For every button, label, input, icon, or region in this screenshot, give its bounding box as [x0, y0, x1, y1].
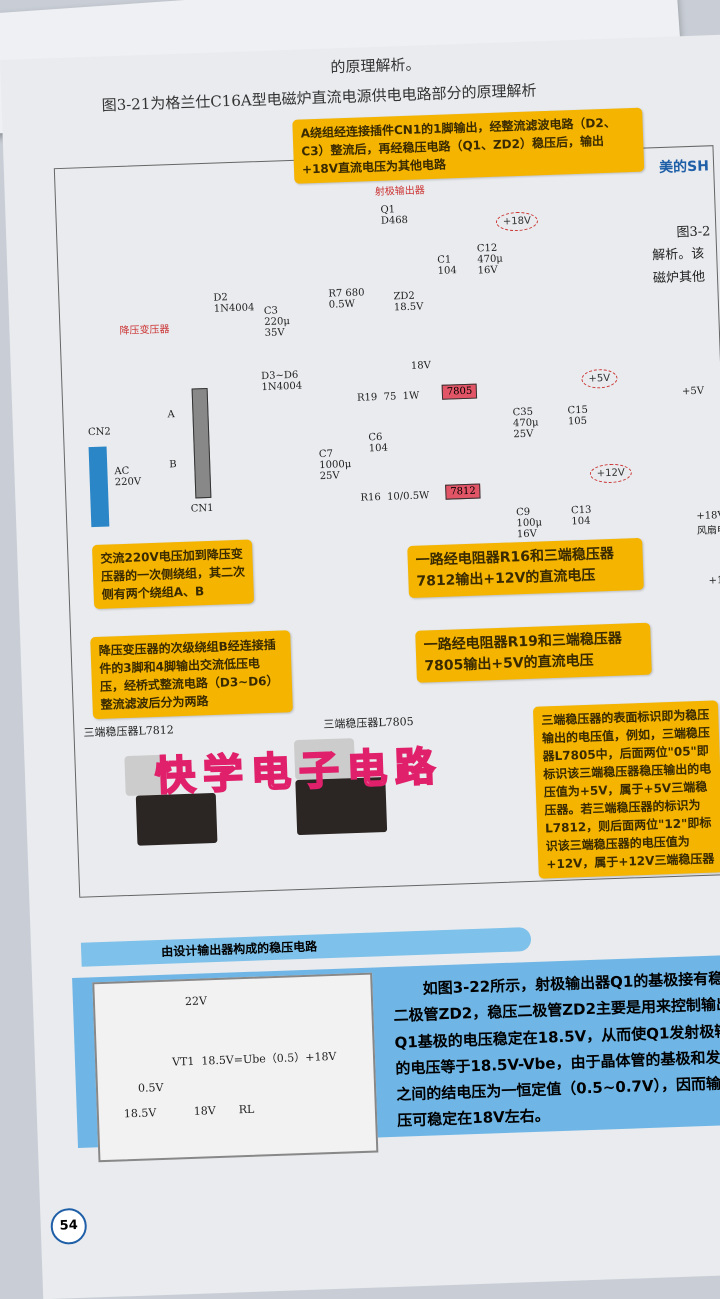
callout-r19: 一路经电阻器R19和三端稳压器7805输出+5V的直流电压 [415, 622, 652, 683]
callout-r16: 一路经电阻器R16和三端稳压器7812输出+12V的直流电压 [407, 537, 644, 599]
label-c3: C3 220μ 35V [263, 305, 291, 339]
section-title: 由设计输出器构成的稳压电路 [160, 939, 318, 959]
label-vt1: VT1 18.5V=Ube（0.5）+18V [171, 1049, 337, 1069]
label-zd2: ZD2 18.5V [393, 290, 424, 314]
ic-7812: 7812 [445, 483, 482, 500]
label-c35: C35 470μ 25V [512, 406, 539, 441]
right-page-heading: 美的SH [658, 158, 710, 177]
label-d2: D2 1N4004 [213, 292, 255, 315]
callout-top: A绕组经连接插件CN1的1脚输出，经整流滤波电路（D2、C3）整流后，再经稳压电… [292, 107, 645, 184]
section-bar: 由设计输出器构成的稳压电路 [80, 927, 532, 967]
label-cn1: CN1 [190, 502, 214, 515]
label-c13: C13 104 [570, 504, 592, 528]
right-page-text-3: 磁炉其他 [652, 269, 706, 287]
label-r7: R7 680 0.5W [328, 287, 365, 311]
label-18v: 18V [410, 360, 432, 372]
label-18v-small: 18V [193, 1104, 216, 1118]
small-circuit: 22V VT1 18.5V=Ube（0.5）+18V 0.5V 18.5V 18… [92, 972, 379, 1163]
label-ac: AC 220V [114, 465, 142, 489]
ic-7805: 7805 [441, 383, 478, 400]
right-page-text-2: 解析。该 [651, 246, 705, 264]
label-05v: 0.5V [137, 1080, 164, 1095]
label-c12: C12 470μ 16V [476, 242, 504, 277]
connector-cn2 [88, 446, 110, 528]
winding-b: B [169, 459, 177, 471]
watermark: 快学电子电路 [153, 743, 444, 801]
transformer-label: 降压变压器 [119, 324, 170, 337]
label-c1: C1 104 [437, 254, 457, 277]
right-page-18va: +18VA [696, 509, 720, 522]
book-page: 的原理解析。 图3-21为格兰仕C16A型电磁炉直流电源供电电路部分的原理解析 … [0, 34, 720, 1299]
section-paragraph: 如图3-22所示，射极输出器Q1的基极接有稳压二极管ZD2，稳压二极管ZD2主要… [393, 968, 720, 1131]
label-q1: Q1 D468 [380, 204, 409, 227]
label-185v: 18.5V [123, 1106, 157, 1121]
emitter-label: 射极输出器 [374, 185, 426, 198]
running-title: 的原理解析。 [330, 55, 421, 77]
label-22v: 22V [184, 994, 208, 1009]
label-r19: R19 75 1W [356, 390, 420, 404]
callout-regulator: 三端稳压器的表面标识即为稳压输出的电压值，例如，三端稳压器L7805中，后面两位… [532, 700, 720, 879]
right-page-18v: +18V [708, 574, 720, 587]
right-page-fan: 风扇电机 [696, 524, 720, 537]
figure-title: 图3-21为格兰仕C16A型电磁炉直流电源供电电路部分的原理解析 [101, 81, 537, 115]
right-page-5v: +5V [681, 385, 705, 398]
label-cn2: CN2 [87, 426, 112, 439]
label-rl: RL [238, 1102, 255, 1117]
right-page-text-1: 图3-2 [676, 224, 711, 241]
callout-transformer: 交流220V电压加到降压变压器的一次侧绕组，其二次侧有两个绕组A、B [91, 539, 255, 610]
label-c9: C9 100μ 16V [515, 506, 543, 541]
label-c7: C7 1000μ 25V [318, 448, 352, 483]
winding-a: A [167, 409, 175, 421]
label-c15: C15 105 [567, 404, 589, 428]
label-d3d6: D3~D6 1N4004 [261, 369, 303, 394]
callout-bridge: 降压变压器的次级绕组B经连接插件的3脚和4脚输出交流低压电压，经桥式整流电路（D… [90, 630, 293, 720]
page-number: 54 [50, 1207, 88, 1245]
label-c6: C6 104 [368, 431, 389, 455]
